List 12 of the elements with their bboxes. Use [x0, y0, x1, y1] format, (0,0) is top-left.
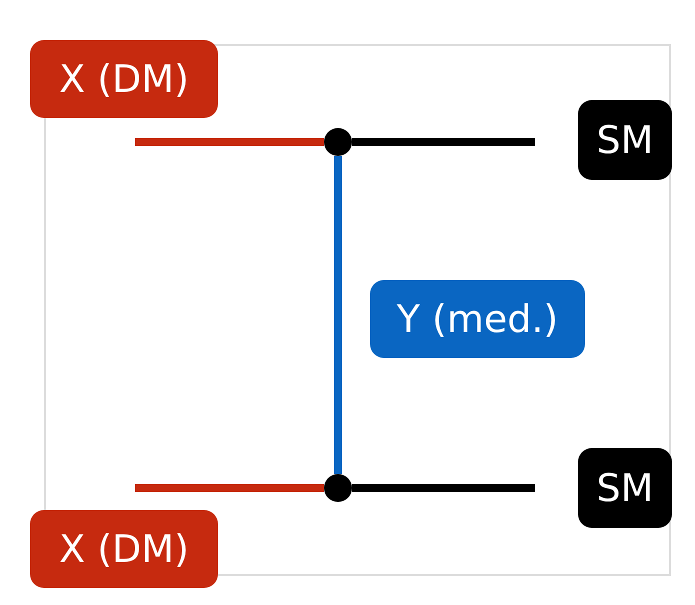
label-box: X (DM)	[30, 510, 218, 588]
connector-line	[135, 138, 324, 146]
junction-dot	[324, 474, 352, 502]
label-box: SM	[578, 100, 672, 180]
label-box: X (DM)	[30, 40, 218, 118]
label-box: SM	[578, 448, 672, 528]
connector-line	[334, 156, 342, 474]
connector-line	[352, 138, 535, 146]
junction-dot	[324, 128, 352, 156]
label-box: Y (med.)	[370, 280, 585, 358]
connector-line	[135, 484, 324, 492]
connector-line	[352, 484, 535, 492]
